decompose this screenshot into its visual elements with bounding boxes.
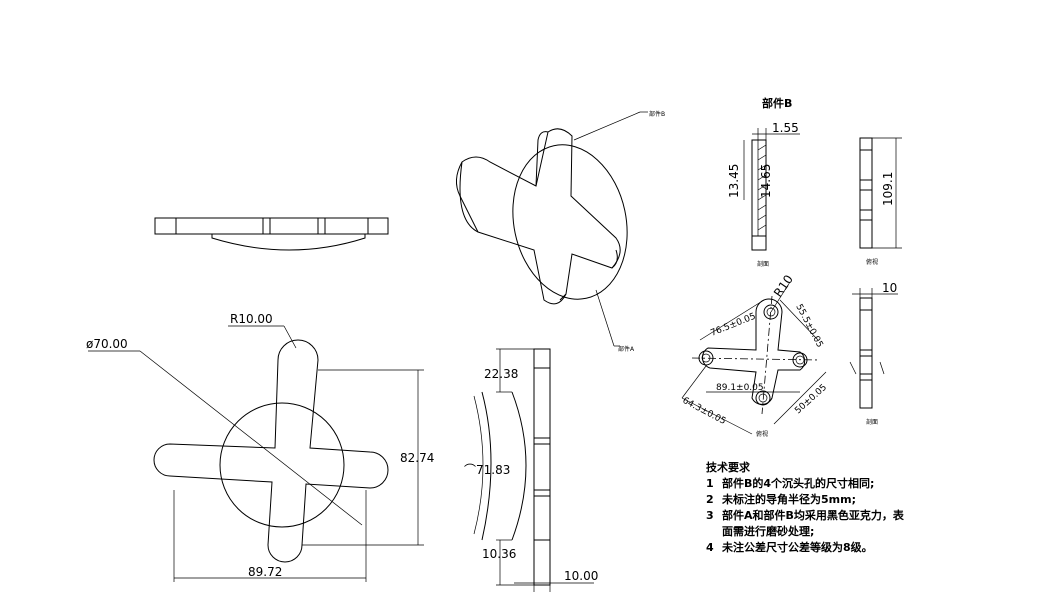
partB-dim-765: 76.5±0.05 [709, 312, 757, 339]
partB-dim-155: 1.55 [772, 121, 799, 135]
view-tag-1: 剖面 [757, 260, 769, 268]
partA-tag: 部件A [618, 345, 635, 353]
partB-tag: 部件B [649, 110, 665, 118]
note-num-3: 3 [706, 509, 714, 522]
partB-dim-643: 64.3±0.05 [681, 396, 728, 427]
partB-dim-10: 10 [882, 281, 897, 295]
section-view: 22.38 ⌒71.83 10.36 10.00 [464, 348, 598, 592]
side-view [154, 217, 389, 251]
partB-dim-1465: 14.65 [759, 164, 773, 198]
partB-dim-1345: 13.45 [727, 164, 741, 198]
dim-thickness: 10.00 [564, 569, 598, 583]
note-text-3: 部件A和部件B均采用黑色亚克力，表 [722, 509, 904, 522]
note-line-2: 2 未标注的导角半径为5mm; [706, 492, 1036, 508]
note-num-2: 2 [706, 493, 714, 506]
view-tag-3: 俯视 [756, 430, 768, 438]
note-line-3b: 面需进行磨砂处理; [706, 524, 1036, 540]
partB-plan: R10 76.5±0.05 55.5±0.05 89.1±0.05 64.3±0… [681, 272, 829, 438]
view-tag-2: 俯视 [866, 258, 878, 266]
partB-dim-555: 55.5±0.05 [793, 303, 824, 350]
technical-notes: 技术要求 1 部件B的4个沉头孔的尺寸相同; 2 未标注的导角半径为5mm; 3 部件… [706, 460, 1036, 556]
isometric-view: 部件B 部件A [456, 110, 665, 353]
note-line-4: 4 未注公差尺寸公差等级为8级。 [706, 540, 1036, 556]
dim-bottom: 10.36 [482, 547, 516, 561]
note-text-3b: 面需进行磨砂处理; [722, 525, 815, 538]
note-text-1: 部件B的4个沉头孔的尺寸相同; [722, 477, 875, 490]
dim-radius: R10.00 [230, 312, 273, 326]
partB-side: 109.1 俯视 [859, 137, 902, 266]
partB-title: 部件B [762, 96, 792, 110]
partB-dim-1091: 109.1 [881, 172, 895, 206]
dim-height: 82.74 [400, 451, 434, 465]
dim-arc: ⌒71.83 [464, 463, 510, 477]
view-tag-4: 剖面 [866, 418, 878, 426]
dim-width: 89.72 [248, 565, 282, 579]
partB-r10: R10 [771, 272, 796, 299]
partB-side2: 10 剖面 [849, 281, 898, 426]
partB-dim-891: 89.1±0.05 [716, 383, 764, 393]
partB-section: 部件B 1.55 13.45 14.65 剖面 [727, 96, 800, 268]
dim-top: 22.38 [484, 367, 518, 381]
notes-title: 技术要求 [706, 461, 750, 474]
note-num-1: 1 [706, 477, 714, 490]
front-view: R10.00 ø70.00 82.74 89.72 [86, 312, 434, 582]
note-line-3: 3 部件A和部件B均采用黑色亚克力，表 [706, 508, 1036, 524]
note-text-2: 未标注的导角半径为5mm; [722, 493, 856, 506]
note-num-4: 4 [706, 541, 714, 554]
note-text-4: 未注公差尺寸公差等级为8级。 [722, 541, 873, 554]
note-line-1: 1 部件B的4个沉头孔的尺寸相同; [706, 476, 1036, 492]
dim-diameter: ø70.00 [86, 337, 128, 351]
